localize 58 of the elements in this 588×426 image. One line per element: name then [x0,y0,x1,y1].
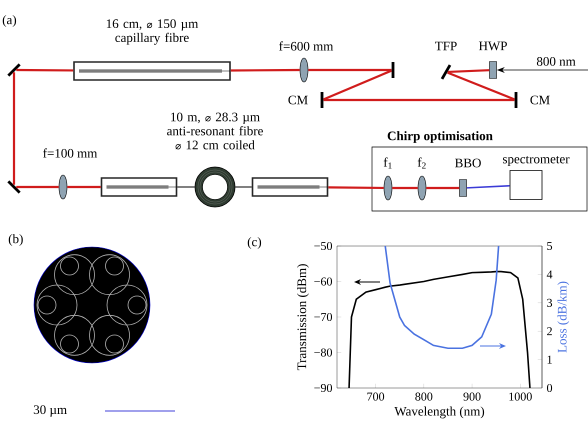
component-label: f=100 mm [43,148,98,158]
component-label: f$_{2}$ [418,157,426,169]
component-label: CM [530,96,550,104]
laser-beam [67,186,101,188]
component-label: 16 cm, ⌀ 150 µm capillary fibre [106,19,198,45]
panel-label: (b) [8,234,23,246]
x-axis-title: Wavelength (nm) [394,406,484,418]
x-tick-label: 900 [463,392,481,401]
laser-beam [230,68,300,72]
fibre-holder [100,177,178,197]
y-tick-label: −90 [314,384,332,392]
x-tick-label: 700 [367,392,384,401]
component-label: HWP [478,42,507,50]
y2-tick-label: 1 [548,356,552,364]
y-tick-label: −60 [314,277,332,286]
x-tick-label: 1000 [509,392,532,401]
mirror [392,62,394,78]
laser-beam [392,186,418,190]
component-label: f=600 mm [279,41,334,51]
laser-beam [16,68,74,72]
fibre [234,186,252,188]
laser-beam [447,72,515,100]
laser-beam [426,186,460,190]
component-label: f$_{1}$ [384,157,392,169]
y2-tick-label: 3 [547,298,552,307]
component-label: Chirp optimisation [388,131,493,143]
laser-beam [308,68,392,72]
y-tick-label: −70 [314,312,332,322]
y2-tick-label: 0 [546,384,552,392]
x-tick-label: 800 [415,392,432,401]
y-axis-title: Transmission (dBm) [297,264,309,370]
component-label: CM [288,96,308,104]
y2-tick-label: 2 [547,327,552,336]
edge-label: 800 nm [535,56,577,67]
y2-tick-label: 5 [547,242,552,250]
component-label: TFP [435,42,457,50]
y-tick-label: −80 [314,348,332,357]
component-label: 10 m, ⌀ 28.3 µm anti-resonant fibre ⌀ 12 cm coiled [167,112,263,150]
scale-label: 30 µm [34,405,67,417]
laser-beam [12,72,16,185]
laser-beam [16,186,59,188]
component-label: BBO [455,158,481,168]
laser-beam [324,98,514,102]
panel-label: (c) [248,237,262,249]
y-tick-label: −50 [314,242,332,250]
laser-beam [328,186,384,190]
component-label: spectrometer [502,156,570,166]
fibre-holder [252,177,328,197]
y2-axis-title: Loss (dB/km) [557,282,570,353]
laser-beam [323,70,392,100]
mirror [7,180,21,194]
laser-beam [448,69,490,74]
y2-tick-label: 4 [546,270,552,278]
fibre [176,186,196,188]
laser-beam [466,185,510,189]
panel-label: (a) [2,15,16,27]
line-series [384,246,500,350]
mirror [7,63,21,77]
